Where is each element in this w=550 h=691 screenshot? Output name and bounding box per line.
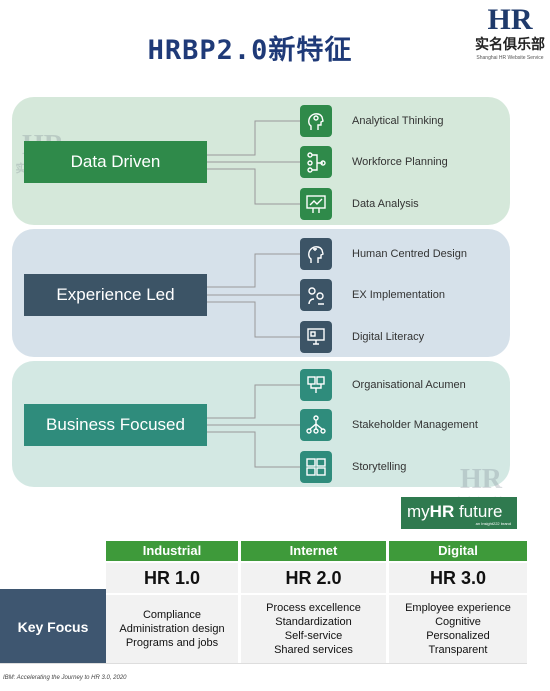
version-hr1: HR 1.0: [106, 563, 238, 593]
brand-hr: HR: [429, 502, 455, 521]
focus-item: Programs and jobs: [125, 637, 219, 649]
logo-cn-text: 实名俱乐部: [475, 37, 545, 53]
group-label: Business Focused: [46, 415, 185, 434]
page-title: HRBP2.0新特征: [147, 35, 353, 66]
brand-subtitle: an Insight222 brand: [475, 521, 511, 526]
focus-item: Cognitive: [435, 616, 481, 628]
focus-item: Personalized: [426, 630, 490, 642]
header-internet: Internet: [241, 541, 386, 561]
focus-column-digital: Employee experience Cognitive Personaliz…: [389, 595, 527, 663]
gears-person-icon: [300, 279, 332, 311]
version-hr3: HR 3.0: [389, 563, 527, 593]
focus-column-internet: Process excellence Standardization Self-…: [241, 595, 386, 663]
focus-item: Compliance: [142, 609, 202, 621]
brain-head-icon: [300, 105, 332, 137]
focus-column-industrial: Compliance Administration design Program…: [106, 595, 238, 663]
header-digital: Digital: [389, 541, 527, 561]
focus-item: Transparent: [428, 644, 488, 656]
focus-item: Shared services: [274, 644, 353, 656]
data-chart-icon: [300, 188, 332, 220]
source-citation: IBM: Accelerating the Journey to HR 3.0,…: [3, 675, 127, 681]
skill-organisational-acumen: Organisational Acumen: [352, 379, 466, 391]
group-label: Data Driven: [70, 152, 161, 171]
brand-name: myHR future: [407, 502, 502, 522]
storyboard-icon: [300, 451, 332, 483]
skill-digital-literacy: Digital Literacy: [352, 331, 425, 343]
skill-stakeholder-management: Stakeholder Management: [352, 419, 478, 431]
computer-icon: [300, 321, 332, 353]
logo-hr-text: HR: [487, 3, 533, 36]
skill-ex-implementation: EX Implementation: [352, 289, 445, 301]
focus-item: Administration design: [119, 623, 225, 635]
workforce-tree-icon: [300, 146, 332, 178]
focus-item: Process excellence: [266, 602, 361, 614]
organisation-icon: [300, 369, 332, 401]
version-hr2: HR 2.0: [241, 563, 386, 593]
club-logo: HR 实名俱乐部 Shanghai HR Website Service: [472, 4, 548, 74]
focus-item: Employee experience: [405, 602, 511, 614]
header-industrial: Industrial: [106, 541, 238, 561]
key-focus-label: Key Focus: [0, 589, 106, 664]
brand-prefix: my: [407, 502, 430, 521]
watermark-hr-text: HR: [460, 464, 502, 495]
footer-divider: [0, 663, 527, 664]
group-box-business-focused: Business Focused: [24, 404, 207, 446]
brand-suffix: future: [454, 502, 503, 521]
focus-item: Self-service: [284, 630, 343, 642]
skill-storytelling: Storytelling: [352, 461, 407, 473]
group-box-experience-led: Experience Led: [24, 274, 207, 316]
skill-analytical-thinking: Analytical Thinking: [352, 115, 444, 127]
skill-workforce-planning: Workforce Planning: [352, 156, 448, 168]
logo-tagline: Shanghai HR Website Service: [476, 55, 544, 61]
idea-head-icon: [300, 238, 332, 270]
focus-item: Standardization: [275, 616, 352, 628]
network-people-icon: [300, 409, 332, 441]
group-box-data-driven: Data Driven: [24, 141, 207, 183]
skill-human-centred-design: Human Centred Design: [352, 248, 467, 260]
group-label: Experience Led: [56, 285, 175, 304]
myhr-future-logo: myHR future an Insight222 brand: [401, 497, 517, 529]
skill-data-analysis: Data Analysis: [352, 198, 419, 210]
